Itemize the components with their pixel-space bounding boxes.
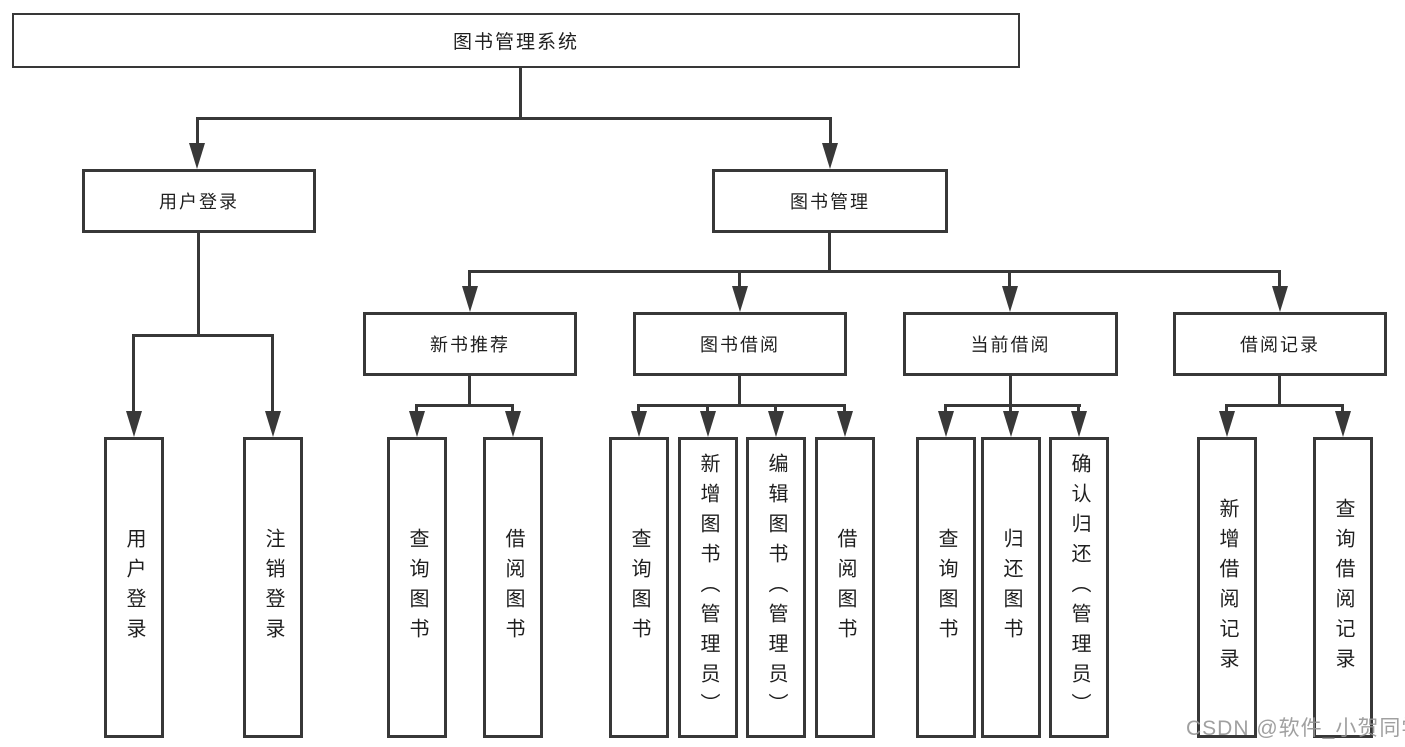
connector-arrowhead — [462, 286, 478, 312]
connector-arrowhead — [631, 411, 647, 437]
leaf-add-borrow-record: 新增借阅记录 — [1197, 437, 1257, 738]
connector-arrowhead — [265, 411, 281, 437]
connector-arrowhead — [768, 411, 784, 437]
leaf-query-borrow-record: 查询借阅记录 — [1313, 437, 1373, 738]
connector-arrowhead — [1335, 411, 1351, 437]
leaf-query-books-1: 查询图书 — [387, 437, 447, 738]
connector-vline — [1008, 270, 1011, 288]
connector-arrowhead — [1071, 411, 1087, 437]
connector-vline — [774, 404, 777, 413]
connector-vline — [828, 233, 831, 272]
connector-vline — [944, 404, 947, 413]
connector-vline — [519, 68, 522, 119]
leaf-borrow-books-2: 借阅图书 — [815, 437, 875, 738]
leaf-query-books-2: 查询图书 — [609, 437, 669, 738]
connector-arrowhead — [1219, 411, 1235, 437]
connector-arrowhead — [700, 411, 716, 437]
leaf-user-login: 用户登录 — [104, 437, 164, 738]
connector-vline — [738, 270, 741, 288]
leaf-query-books-3: 查询图书 — [916, 437, 976, 738]
node-book-management: 图书管理 — [712, 169, 948, 233]
connector-vline — [1009, 404, 1012, 413]
connector-vline — [415, 404, 418, 413]
connector-vline — [1077, 404, 1080, 413]
connector-arrowhead — [732, 286, 748, 312]
connector-arrowhead — [822, 143, 838, 169]
connector-vline — [706, 404, 709, 413]
leaf-borrow-books-1: 借阅图书 — [483, 437, 543, 738]
connector-vline — [843, 404, 846, 413]
connector-arrowhead — [189, 143, 205, 169]
connector-hline — [1225, 404, 1344, 407]
connector-vline — [1225, 404, 1228, 413]
connector-hline — [132, 334, 274, 337]
connector-vline — [637, 404, 640, 413]
connector-vline — [196, 117, 199, 145]
connector-vline — [197, 233, 200, 336]
connector-vline — [738, 376, 741, 407]
connector-vline — [468, 270, 471, 288]
connector-arrowhead — [1003, 411, 1019, 437]
connector-arrowhead — [409, 411, 425, 437]
node-user-login: 用户登录 — [82, 169, 316, 233]
connector-vline — [271, 334, 274, 413]
connector-arrowhead — [1272, 286, 1288, 312]
node-borrow-records: 借阅记录 — [1173, 312, 1387, 376]
node-library-system: 图书管理系统 — [12, 13, 1020, 68]
connector-vline — [1278, 270, 1281, 288]
connector-hline — [415, 404, 514, 407]
connector-vline — [511, 404, 514, 413]
connector-hline — [637, 404, 846, 407]
leaf-add-book-admin: 新增图书（管理员） — [678, 437, 738, 738]
connector-vline — [468, 376, 471, 407]
leaf-confirm-return-admin: 确认归还（管理员） — [1049, 437, 1109, 738]
node-book-borrowing: 图书借阅 — [633, 312, 847, 376]
node-current-borrowing: 当前借阅 — [903, 312, 1118, 376]
connector-vline — [1009, 376, 1012, 407]
connector-arrowhead — [1002, 286, 1018, 312]
connector-vline — [1341, 404, 1344, 413]
connector-hline — [468, 270, 1281, 273]
node-new-book-recommend: 新书推荐 — [363, 312, 577, 376]
connector-vline — [132, 334, 135, 413]
connector-arrowhead — [938, 411, 954, 437]
connector-hline — [944, 404, 1081, 407]
leaf-edit-book-admin: 编辑图书（管理员） — [746, 437, 806, 738]
leaf-logout-login: 注销登录 — [243, 437, 303, 738]
connector-vline — [829, 117, 832, 145]
leaf-return-book: 归还图书 — [981, 437, 1041, 738]
connector-arrowhead — [505, 411, 521, 437]
connector-arrowhead — [837, 411, 853, 437]
watermark: CSDN @软件_小贺同学 — [1186, 717, 1405, 740]
connector-vline — [1278, 376, 1281, 407]
connector-hline — [196, 117, 832, 120]
connector-arrowhead — [126, 411, 142, 437]
